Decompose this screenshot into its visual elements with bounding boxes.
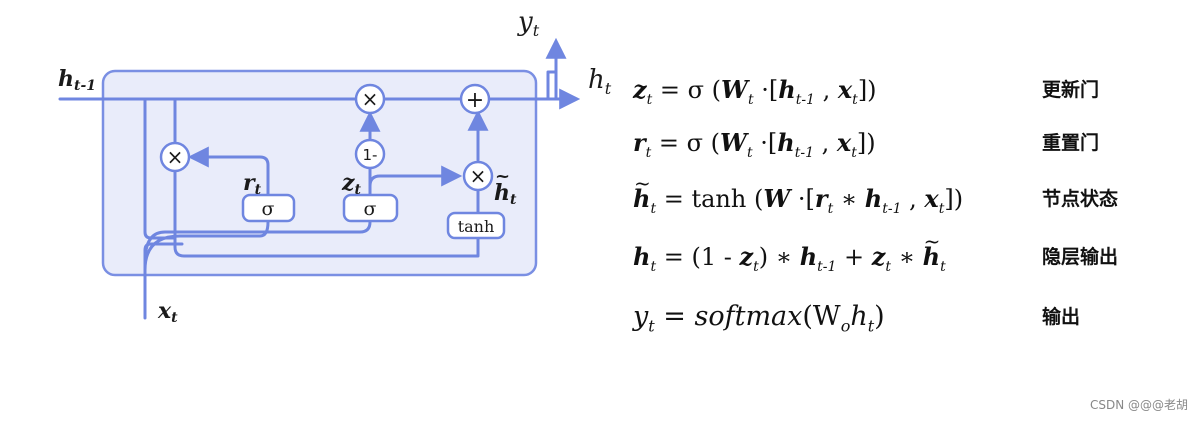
x-in-label: xt <box>157 298 178 326</box>
candidate-multiply-symbol: × <box>470 164 487 188</box>
h-prev-label: ht-1 <box>58 66 96 94</box>
equation-hidden-output: ht = (1 - zt) ∗ ht-1 + zt ∗ ht <box>633 221 946 277</box>
update-multiply-symbol: × <box>362 87 379 111</box>
one-minus-node <box>354 138 386 170</box>
tanh-label: tanh <box>458 217 495 236</box>
desc-hidden-output: 隐层输出 <box>1042 246 1119 268</box>
equation-update-gate: zt = σ (Wt ·[ht-1 , xt]) <box>633 75 877 108</box>
desc-candidate-state: 节点状态 <box>1042 188 1119 210</box>
cell-box <box>101 69 538 277</box>
add-symbol: + <box>466 88 484 113</box>
reset-multiply-symbol: × <box>167 145 184 169</box>
update-multiply-node <box>354 83 386 115</box>
update-sigma-box <box>342 193 399 223</box>
desc-update-gate: 更新门 <box>1042 79 1100 101</box>
reset-sigma-box <box>241 193 296 223</box>
reset-sigma-label: σ <box>262 198 275 220</box>
gru-cell-diagram: × × + 1- × σ σ tanh ht-1 xt yt ht rt zt … <box>58 7 612 326</box>
y-out-label: yt <box>517 7 540 40</box>
update-sigma-label: σ <box>364 198 377 220</box>
add-node <box>459 83 491 115</box>
equation-reset-gate: rt = σ (Wt ·[ht-1 , xt]) <box>633 128 876 161</box>
h-candidate-tilde: ~ <box>495 166 510 187</box>
reset-multiply-node <box>159 141 191 173</box>
watermark: CSDN @@@老胡 <box>1089 398 1188 412</box>
equation-candidate-state: ht = tanh (W ·[rt ∗ ht-1 , xt]) <box>633 163 963 219</box>
one-minus-symbol: 1- <box>363 146 378 164</box>
h-out-label: ht <box>588 65 612 98</box>
r-gate-label: rt <box>243 170 262 198</box>
desc-output: 输出 <box>1042 306 1081 328</box>
tanh-box <box>446 211 506 240</box>
h-candidate-label: ht <box>494 180 517 208</box>
z-gate-label: zt <box>341 170 362 198</box>
candidate-multiply-node <box>462 160 494 192</box>
desc-reset-gate: 重置门 <box>1042 132 1100 154</box>
equation-output: yt = softmax(Woht) <box>633 301 885 336</box>
